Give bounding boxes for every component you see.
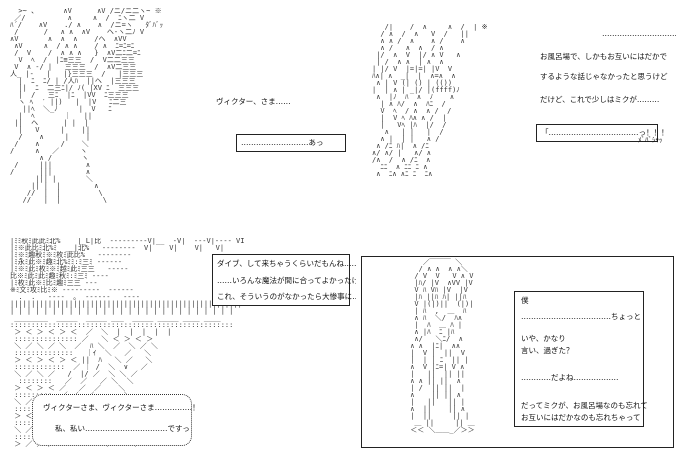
dialogue-victor: ヴィクター、さま…… [216,97,291,106]
panel2-line-1: ……………………………ま [602,29,676,38]
panel-top-right: /| / ∧ ∧ / | ※ / ∧ / ∧ V / || ∧ ∧ / ∧ ∧ … [370,24,676,214]
panel2-line-5: 「………………………………っ！！！ [541,128,669,137]
panel2-line-3: するような話じゃなかったと思うけど [540,72,668,81]
dialogue-box-exclaim: 「………………………………っ！！！ [536,124,669,142]
dialogue-box-narration: ダイブ、して来ちゃうくらいだもんね…… ……いろんな魔法が間に合ってよかったけど… [212,254,356,306]
panel4-line-6: だってミクが、お風呂場なのも忘れて [521,401,648,410]
dialogue-box-ah: ………………………あっ [236,134,346,152]
panel3-box-line-3: これ、そういうのがなかったら大惨事に…… [217,292,356,301]
ascii-art-standing-figure: ／￣￣￣ ＼ / ∧ ∧ ∧ ∧＼ / V V V ∧ V |ﾊ/ |V ∧VV… [410,258,475,434]
panel4-line-1: 僕 [521,296,529,305]
speech-bubble-victor: ヴィクターさま、ヴィクターさま……………！ 私、私い……………………………ですっ [32,394,200,446]
dialogue-ah: ………………………あっ [241,138,324,147]
splash-sfx: ﾒﾞﾊﾞｼｬｯ [638,136,663,144]
panel3-box-line-2: ……いろんな魔法が間に合ってよかったけど [217,276,356,285]
ascii-art-bath-figures: /| / ∧ ∧ / | ※ / ∧ / ∧ V / || ∧ ∧ / ∧ ∧ … [372,24,488,178]
panel-top-left: >~ 、 ∧V ∧V /ニ/ニ二ヽ~ ※ ／/ ∧ ∧ / ﾆヽ二 V ﾊ´/ … [4,6,354,228]
panel3-box-line-1: ダイブ、して来ちゃうくらいだもんね…… [217,259,356,268]
panel-bottom-left: |ﾐﾐ秋ﾐ此此ﾐ北% |_L|比 ‐‐‐‐‐‐‐‐‐V|__ ‐V| ‐‐‐V|… [10,238,356,464]
panel2-line-2: お風呂場で、しかもお互いにはだかで [540,52,668,61]
panel3-bubble-line-1: ヴィクターさま、ヴィクターさま……………！ [43,403,200,412]
ascii-art-figures-embrace: >~ 、 ∧V ∧V /ニ/ニ二ヽ~ ※ ／/ ∧ ∧ / ﾆヽ二 V ﾊ´/ … [10,7,164,204]
panel4-line-5: …………だよね……………… [521,373,619,382]
panel4-line-4: 言い、過ぎた？ [521,346,574,355]
dialogue-box-apology: 僕 ………………………………ちょっと いや、かなり 言い、過ぎた？ …………だよ… [514,291,648,427]
panel4-line-2: ………………………………ちょっと [521,312,641,321]
panel-bottom-right: ／￣￣￣ ＼ / ∧ ∧ ∧ ∧＼ / V V V ∧ V |ﾊ/ |V ∧VV… [361,256,674,448]
panel4-line-3: いや、かなり [521,334,566,343]
panel3-bubble-line-2: 私、私い……………………………ですっ [55,424,190,433]
panel2-line-4: だけど、これで少しはミクが……… [540,95,660,104]
panel4-line-7: お互いにはだかなのも忘れちゃって [521,413,641,422]
